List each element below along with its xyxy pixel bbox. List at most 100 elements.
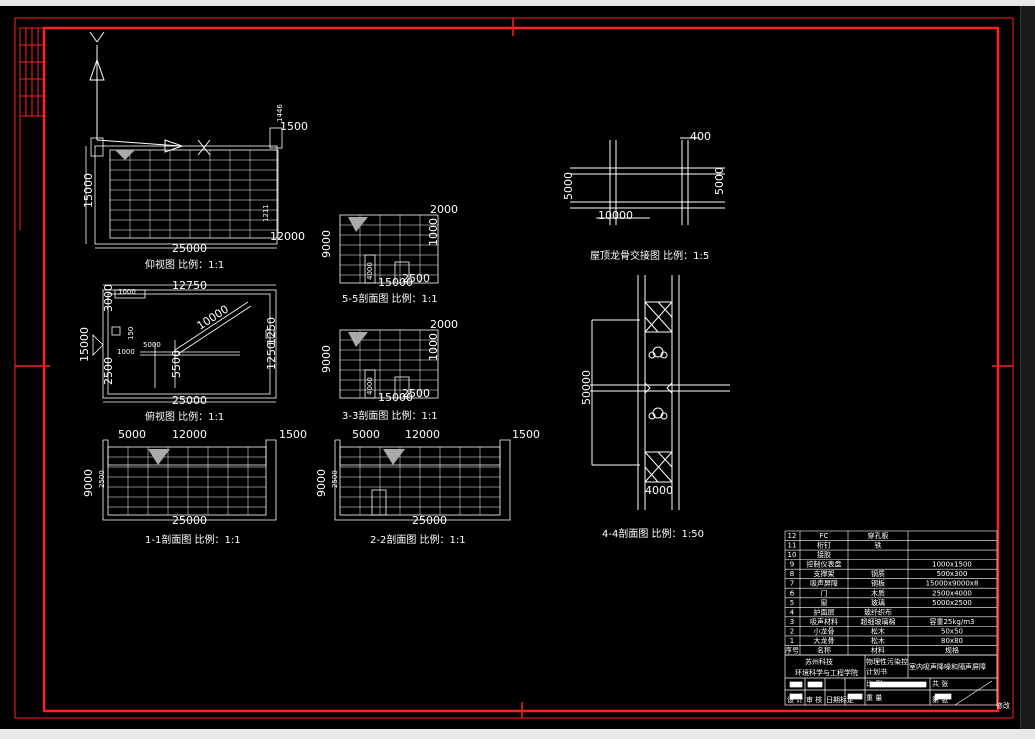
dim-v2-h: 5500 bbox=[170, 350, 183, 378]
bom-cell: 玻纤织布 bbox=[864, 607, 892, 616]
tb-corner-label: 修改 bbox=[996, 701, 1010, 710]
dim-v1-a: 1500 bbox=[280, 120, 308, 133]
bom-cell: 接胶 bbox=[817, 550, 831, 559]
bom-cell: 窗 bbox=[821, 598, 828, 607]
dim-v4-f: 2500 bbox=[331, 470, 339, 488]
title-block bbox=[784, 654, 998, 706]
dim-v5-b: 9000 bbox=[320, 230, 333, 258]
view-title-section-1-1: 1-1剖面图 比例：1:1 bbox=[145, 533, 241, 546]
bom-cell: 控制仪表盘 bbox=[807, 560, 842, 569]
bom-cell: 3 bbox=[790, 618, 794, 626]
status-bar bbox=[0, 729, 1035, 739]
bom-cell: 11 bbox=[788, 542, 797, 550]
bom-cell: 9 bbox=[790, 561, 794, 569]
dim-v4-c: 1500 bbox=[512, 428, 540, 441]
bom-cell: 15000x9000x8 bbox=[926, 580, 979, 588]
dim-v4-b: 12000 bbox=[405, 428, 440, 441]
bom-cell: 吸声材料 bbox=[810, 617, 838, 626]
dim-v2-g: 2500 bbox=[102, 357, 115, 385]
bom-cell: 穿孔板 bbox=[868, 531, 889, 540]
view-title-bottom: 仰视图 比例：1:1 bbox=[145, 258, 224, 271]
bom-cell: 玻璃 bbox=[871, 598, 885, 607]
bom-cell: 500x300 bbox=[937, 570, 968, 578]
section-4-4-drawing bbox=[590, 275, 730, 510]
dim-v6-a: 2000 bbox=[430, 318, 458, 331]
bom-cell: 名称 bbox=[817, 646, 831, 655]
view-title-section-5-5: 5-5剖面图 比例：1:1 bbox=[342, 292, 438, 305]
dim-v3-c: 1500 bbox=[279, 428, 307, 441]
dim-v3-b: 12000 bbox=[172, 428, 207, 441]
dim-v2-a: 12750 bbox=[172, 279, 207, 292]
dim-v5-d: 15000 bbox=[378, 276, 413, 289]
dim-v6-e: 2500 bbox=[402, 387, 430, 400]
dim-v3-f: 2500 bbox=[98, 470, 106, 488]
bom-cell: 1000x1500 bbox=[932, 561, 972, 569]
bom-cell: 钢板 bbox=[871, 579, 885, 588]
bom-cell: 5000x2500 bbox=[932, 599, 972, 607]
bom-cell: 50x50 bbox=[941, 627, 963, 635]
bom-cell: 松木 bbox=[871, 626, 885, 635]
dim-v2-c: 25000 bbox=[172, 394, 207, 407]
dim-v2-d: 10000 bbox=[195, 303, 231, 333]
vertical-scrollbar[interactable] bbox=[1020, 6, 1035, 729]
bom-cell: 支撑架 bbox=[814, 569, 835, 578]
bom-cell: 1 bbox=[790, 637, 794, 645]
dim-v7-d: 10000 bbox=[598, 209, 633, 222]
dim-v6-f: 4000 bbox=[366, 377, 374, 395]
bom-cell: 4 bbox=[790, 608, 795, 616]
dim-v2-e: 1250 bbox=[265, 317, 278, 345]
dim-v6-b: 9000 bbox=[320, 345, 333, 373]
bottom-view-drawing bbox=[85, 127, 283, 249]
tb-designer: 设 计 bbox=[787, 695, 803, 704]
bom-cell: 6 bbox=[790, 589, 795, 597]
dim-v1-d: 1211 bbox=[262, 204, 270, 222]
dim-v5-e: 2500 bbox=[402, 272, 430, 285]
dim-v2-b: 15000 bbox=[78, 327, 91, 362]
tb-project: 室内吸声降噪和隔声屏障 bbox=[909, 662, 986, 671]
bom-cell: 门 bbox=[821, 588, 828, 597]
drawing-frame bbox=[14, 17, 1014, 719]
dim-v4-d: 9000 bbox=[315, 469, 328, 497]
bom-cell: 80x80 bbox=[941, 637, 963, 645]
dim-v1-c: 1446 bbox=[276, 104, 284, 122]
bom-cell: 吸声屏障 bbox=[810, 579, 838, 588]
tb-scale: 比 例 bbox=[866, 679, 882, 688]
tb-date-mark: 日期标定 bbox=[826, 695, 854, 704]
dim-v2-l: 150 bbox=[127, 327, 135, 340]
bom-cell: 木质 bbox=[871, 588, 885, 597]
tb-school-1: 苏州科技 bbox=[805, 657, 833, 666]
section-5-5-drawing bbox=[339, 214, 439, 284]
ucs-axis-icon bbox=[89, 31, 211, 156]
view-title-roof-detail: 屋顶龙骨交接图 比例：1:5 bbox=[590, 249, 709, 262]
dim-v3-e: 25000 bbox=[172, 514, 207, 527]
bom-cell: 12 bbox=[788, 532, 797, 540]
dim-v2-i: 3000 bbox=[102, 284, 115, 312]
section-1-1-drawing bbox=[102, 439, 277, 521]
dim-v1-width: 25000 bbox=[172, 242, 207, 255]
bom-cell: 铁 bbox=[875, 541, 882, 550]
view-title-top: 俯视图 比例：1:1 bbox=[145, 410, 224, 423]
dim-v4-a: 5000 bbox=[352, 428, 380, 441]
dim-v6-c: 1000 bbox=[427, 333, 440, 361]
dim-v5-a: 2000 bbox=[430, 203, 458, 216]
tb-course-1: 物理性污染控 bbox=[866, 657, 908, 666]
bom-cell: 序号 bbox=[785, 646, 799, 655]
tb-weight: 重 量 bbox=[866, 694, 882, 702]
tb-school-2: 环境科学与工程学院 bbox=[795, 668, 858, 677]
bom-cell: 8 bbox=[790, 570, 794, 578]
dim-v7-c: 5000 bbox=[713, 167, 726, 195]
view-title-section-3-3: 3-3剖面图 比例：1:1 bbox=[342, 409, 438, 422]
tb-reviewer: 审 核 bbox=[806, 695, 822, 704]
dim-v8-b: 4000 bbox=[645, 484, 673, 497]
view-title-section-4-4: 4-4剖面图 比例：1:50 bbox=[602, 527, 704, 540]
dim-v2-j: 1000 bbox=[118, 288, 136, 296]
dim-v3-a: 5000 bbox=[118, 428, 146, 441]
dim-v3-d: 9000 bbox=[82, 469, 95, 497]
dim-v7-b: 5000 bbox=[562, 172, 575, 200]
tb-course-2: 计划书 bbox=[866, 667, 887, 676]
bom-cell: 钢质 bbox=[871, 569, 885, 578]
bom-cell: 大龙骨 bbox=[814, 636, 835, 645]
dim-v5-f: 4000 bbox=[366, 262, 374, 280]
